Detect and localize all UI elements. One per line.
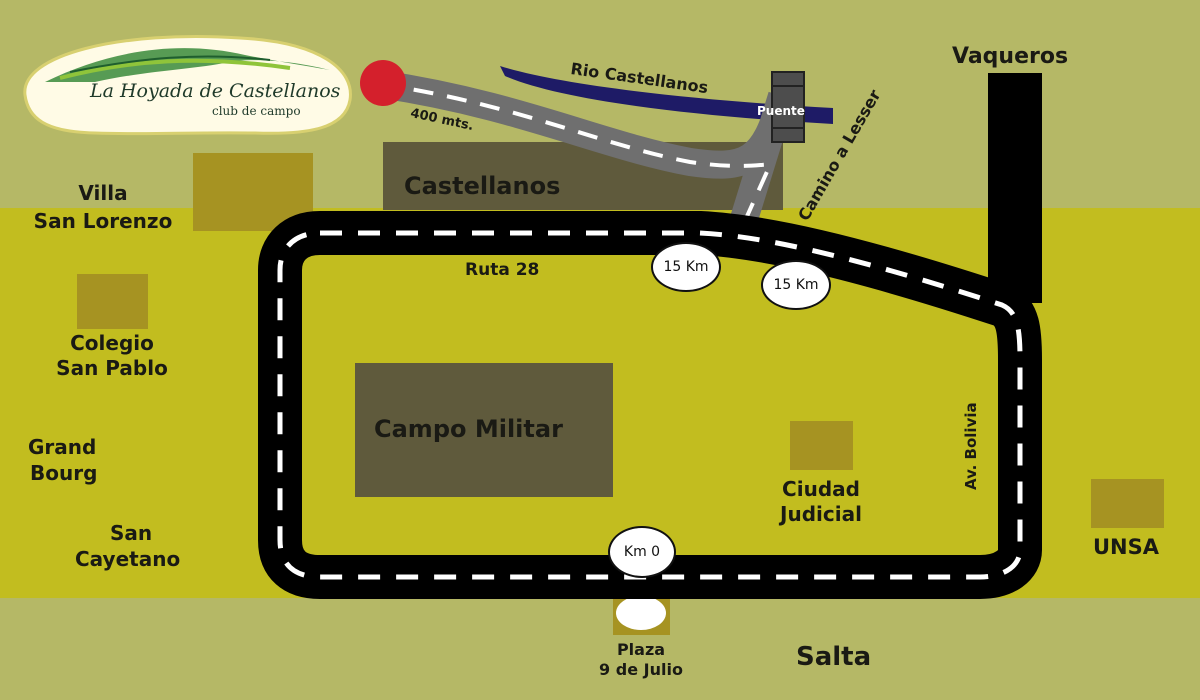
logo-mountains-icon [45,48,330,82]
label-colegio: Colegio [70,331,154,355]
label-bourg: Bourg [30,461,98,485]
campo-militar-block [355,363,613,497]
km-badge-0: Km 0 [608,526,676,578]
ciudad-judicial-block [790,421,853,470]
label-villa: Villa [78,181,128,205]
label-av-bolivia: Av. Bolivia [962,402,980,490]
label-9-de-julio: 9 de Julio [599,660,683,679]
label-san-pablo: San Pablo [56,356,168,380]
label-judicial: Judicial [780,502,862,526]
label-unsa: UNSA [1093,535,1160,559]
label-vaqueros: Vaqueros [952,44,1069,69]
label-cayetano: Cayetano [75,547,181,571]
ring-road-dashes [277,230,1023,580]
label-plaza: Plaza [616,640,666,659]
rio-castellanos-river [500,66,833,124]
logo-subtitle: club de campo [212,104,301,118]
logo-title: La Hoyada de Castellanos [90,80,341,102]
label-grand: Grand [28,435,97,459]
label-campo-militar: Campo Militar [374,415,563,443]
label-san-lorenzo: San Lorenzo [33,209,173,233]
access-road-dashes [379,82,773,233]
label-salta: Salta [796,642,872,672]
plaza-marker [616,596,666,630]
label-castellanos: Castellanos [404,172,561,200]
km-badge-15-lesser: 15 Km [761,260,831,310]
km-badge-15-ruta28: 15 Km [651,242,721,292]
label-ruta-28: Ruta 28 [465,260,540,280]
bridge [771,71,805,143]
colegio-block [77,274,148,329]
label-puente: Puente [757,104,805,118]
vaqueros-road [988,73,1042,303]
club-location-marker [360,60,406,106]
label-san: San [110,521,153,545]
label-ciudad: Ciudad [782,477,860,501]
unsa-block [1091,479,1164,528]
